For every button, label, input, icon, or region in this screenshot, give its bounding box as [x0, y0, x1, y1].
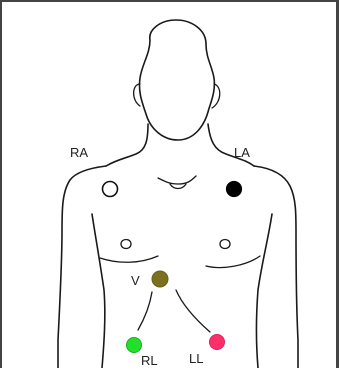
electrode-v [152, 271, 168, 287]
electrode-ra [103, 182, 118, 197]
right-inner-arm [92, 214, 105, 368]
right-abdomen-line [138, 292, 152, 330]
right-shoulder-arm [58, 166, 106, 368]
label-rl: RL [141, 353, 158, 368]
left-abdomen-line [176, 290, 210, 332]
electrode-rl [127, 338, 142, 353]
label-la: LA [234, 145, 250, 160]
label-v: V [131, 273, 140, 288]
electrode-ll [210, 335, 225, 350]
head-outline [139, 20, 214, 140]
neck-left [106, 124, 148, 166]
left-pectoral [206, 256, 260, 268]
label-ra: RA [70, 145, 88, 160]
left-shoulder-arm [254, 166, 298, 368]
clavicle-notch [158, 176, 196, 189]
electrode-la [227, 182, 242, 197]
label-ll: LL [189, 351, 203, 366]
right-nipple [121, 240, 131, 249]
left-nipple [220, 240, 230, 249]
right-pectoral [100, 256, 158, 262]
left-inner-arm [257, 214, 273, 368]
